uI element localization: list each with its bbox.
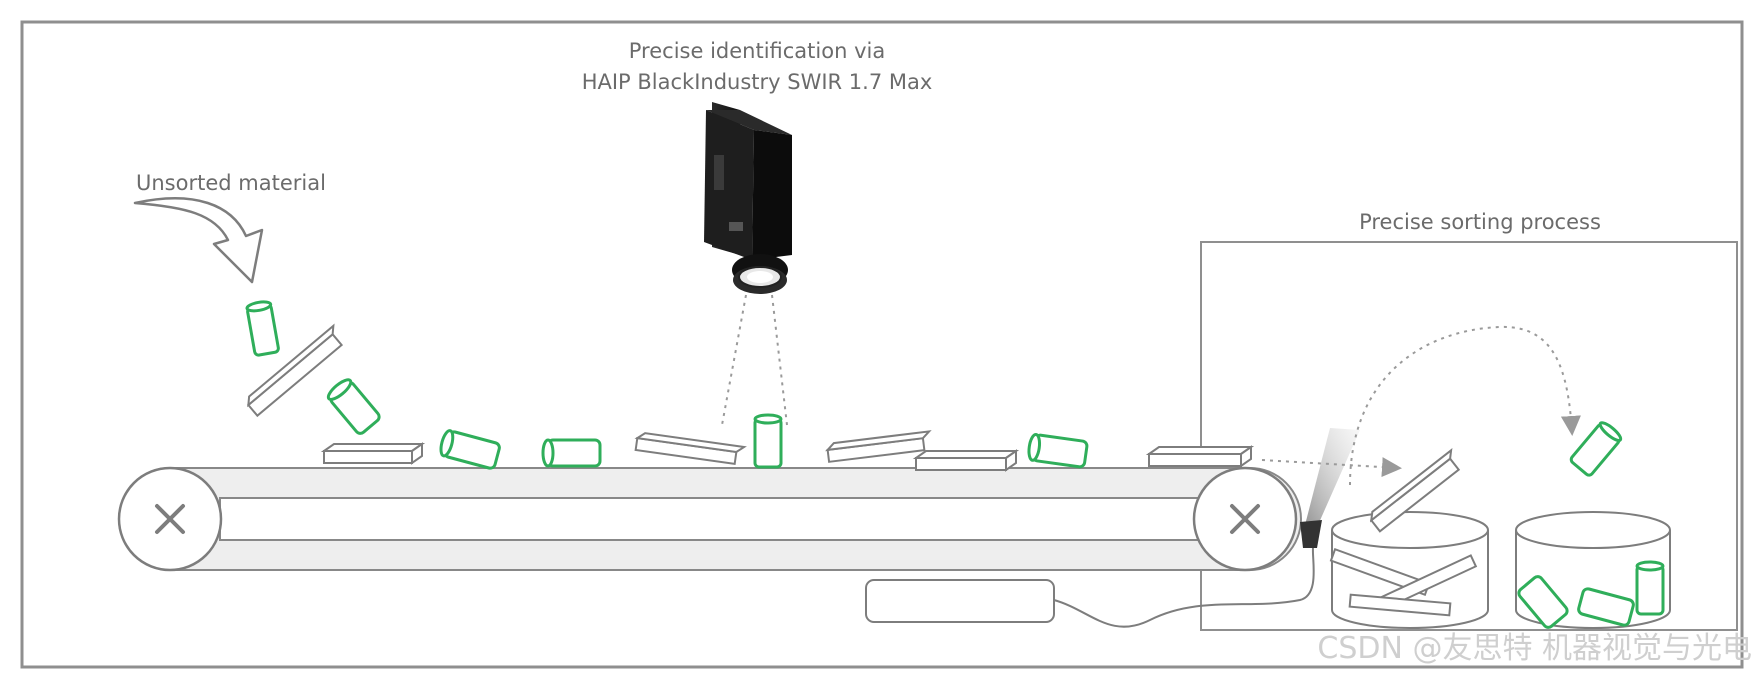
swir-camera-icon — [704, 102, 792, 294]
green-cylinder-item — [1569, 421, 1623, 477]
rejected-items — [246, 323, 1478, 617]
gray-bar-item — [1348, 593, 1452, 617]
green-cylinder-item — [1027, 432, 1089, 469]
gray-bar-item — [1145, 445, 1255, 468]
x-mark-icon — [1230, 504, 1260, 534]
gray-bar-item — [912, 449, 1020, 472]
camera-label-line2: HAIP BlackIndustry SWIR 1.7 Max — [582, 70, 933, 94]
green-cylinder-item — [1635, 560, 1665, 616]
green-cylinder-item — [439, 429, 501, 470]
green-cylinder-item — [326, 378, 381, 435]
watermark: CSDN @友思特 机器视觉与光电 — [1317, 631, 1752, 666]
reject-trajectory — [1261, 457, 1402, 478]
sorting-label: Precise sorting process — [1359, 210, 1601, 234]
camera-fov-right — [771, 294, 788, 426]
green-cylinder-item — [753, 413, 783, 469]
controller-box — [865, 579, 1055, 623]
accept-trajectory — [1349, 325, 1581, 486]
x-mark-icon — [155, 504, 185, 534]
controller-cable — [1053, 547, 1315, 628]
gray-bar-item — [320, 442, 426, 465]
green-cylinder-item — [541, 438, 602, 468]
roller-right — [1192, 466, 1298, 572]
camera-label-line1: Precise identification via — [629, 39, 885, 63]
air-jet-beam — [1305, 428, 1360, 525]
gray-bar-item — [246, 323, 344, 418]
green-cylinder-item — [1517, 575, 1569, 629]
curved-arrow-icon — [133, 197, 264, 284]
roller-left — [117, 466, 223, 572]
accepted-items — [245, 300, 1665, 629]
green-cylinder-item — [245, 300, 280, 357]
sorting-area-box — [1200, 241, 1738, 631]
air-nozzle-icon — [1300, 520, 1322, 548]
conveyor-belt — [118, 467, 1302, 571]
gray-bar-item — [825, 430, 932, 463]
unsorted-label: Unsorted material — [136, 171, 326, 195]
gray-bar-item — [634, 432, 747, 466]
camera-fov-left — [721, 294, 747, 426]
green-cylinder-item — [1577, 587, 1635, 627]
gray-bar-item — [1369, 448, 1461, 533]
accept-bin — [1515, 511, 1671, 629]
outer-frame — [20, 20, 1744, 669]
